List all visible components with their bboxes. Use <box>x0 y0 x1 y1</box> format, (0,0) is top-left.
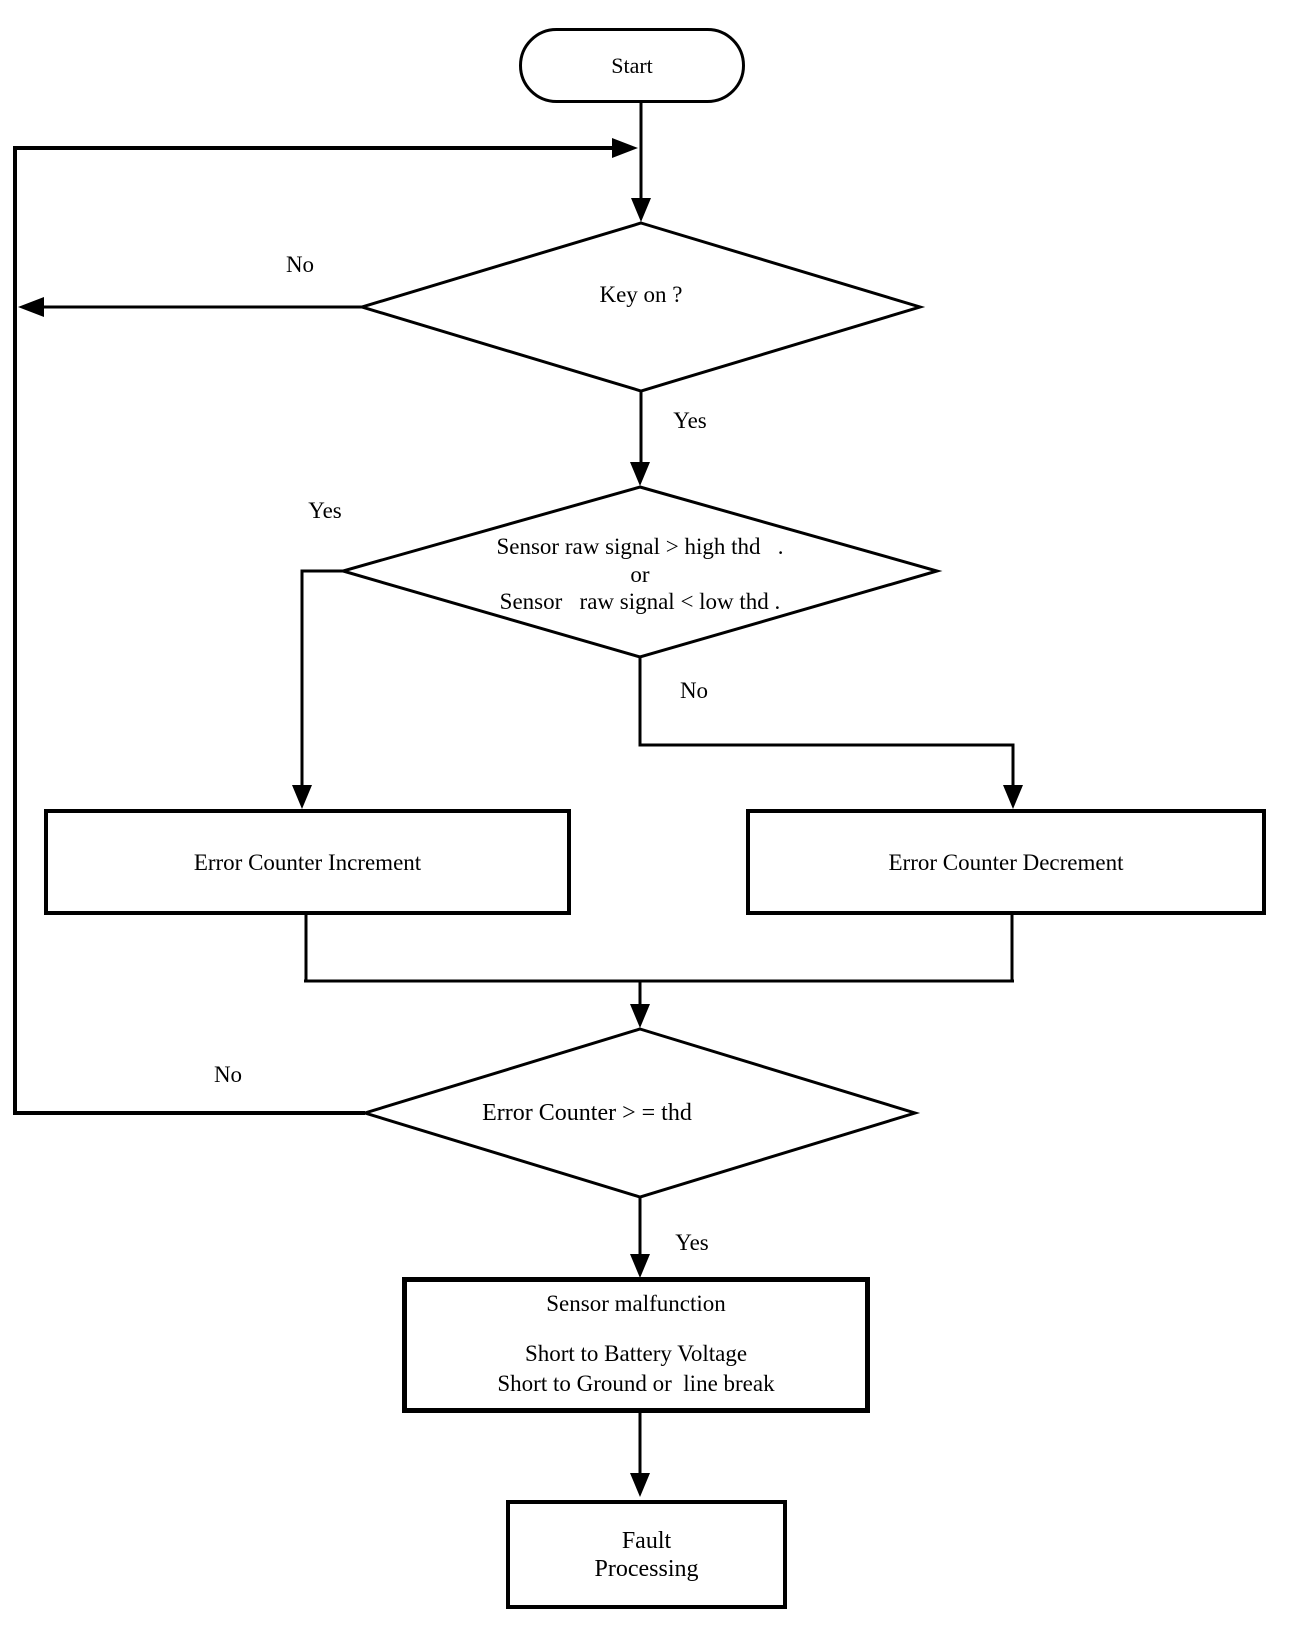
signal-no-line <box>638 657 1015 787</box>
edge-label-signal-yes: Yes <box>308 498 342 523</box>
error-counter-increment-label: Error Counter Increment <box>193 849 422 875</box>
arrowhead-signal-yes <box>292 785 312 809</box>
error-counter-increment-box: Error Counter Increment <box>44 809 571 915</box>
signal-check-line3: Sensor raw signal < low thd . <box>499 589 781 614</box>
arrowhead-malfunction-fault <box>630 1473 650 1497</box>
edge-label-counter-yes: Yes <box>675 1230 709 1255</box>
counter-check-decision-label: Error Counter > = thd <box>482 1100 692 1126</box>
fault-processing-box: Fault Processing <box>506 1500 787 1609</box>
loop-back-line <box>13 146 614 1115</box>
arrowhead-keyon-yes <box>630 462 650 486</box>
arrowhead-merge-counter <box>630 1004 650 1028</box>
start-terminator: Start <box>519 28 745 103</box>
fault-line2: Processing <box>594 1555 699 1582</box>
signal-yes-line <box>300 569 343 787</box>
edge-label-keyon-yes: Yes <box>673 408 707 433</box>
edge-label-counter-no: No <box>213 1062 243 1087</box>
arrowhead-keyon-no <box>18 297 44 317</box>
edge-label-keyon-no: No <box>285 252 315 277</box>
malfunction-line3: Short to Ground or line break <box>497 1371 775 1396</box>
sensor-malfunction-box: Sensor malfunction Short to Battery Volt… <box>402 1277 870 1413</box>
signal-check-line1: Sensor raw signal > high thd . <box>496 534 784 559</box>
arrowhead-signal-no <box>1003 785 1023 809</box>
malfunction-line2: Short to Battery Voltage <box>524 1341 748 1366</box>
arrowhead-loop-into-main <box>612 138 638 158</box>
malfunction-line1: Sensor malfunction <box>546 1291 726 1316</box>
error-counter-decrement-label: Error Counter Decrement <box>888 849 1124 875</box>
fault-line1: Fault <box>621 1527 672 1554</box>
key-on-decision-label: Key on ? <box>599 282 683 307</box>
arrowhead-start-keyon <box>631 198 651 222</box>
start-label: Start <box>611 52 653 78</box>
edge-label-signal-no: No <box>679 678 709 703</box>
arrowhead-counter-yes <box>630 1254 650 1278</box>
signal-check-line2: or <box>630 562 650 587</box>
error-counter-decrement-box: Error Counter Decrement <box>746 809 1266 915</box>
